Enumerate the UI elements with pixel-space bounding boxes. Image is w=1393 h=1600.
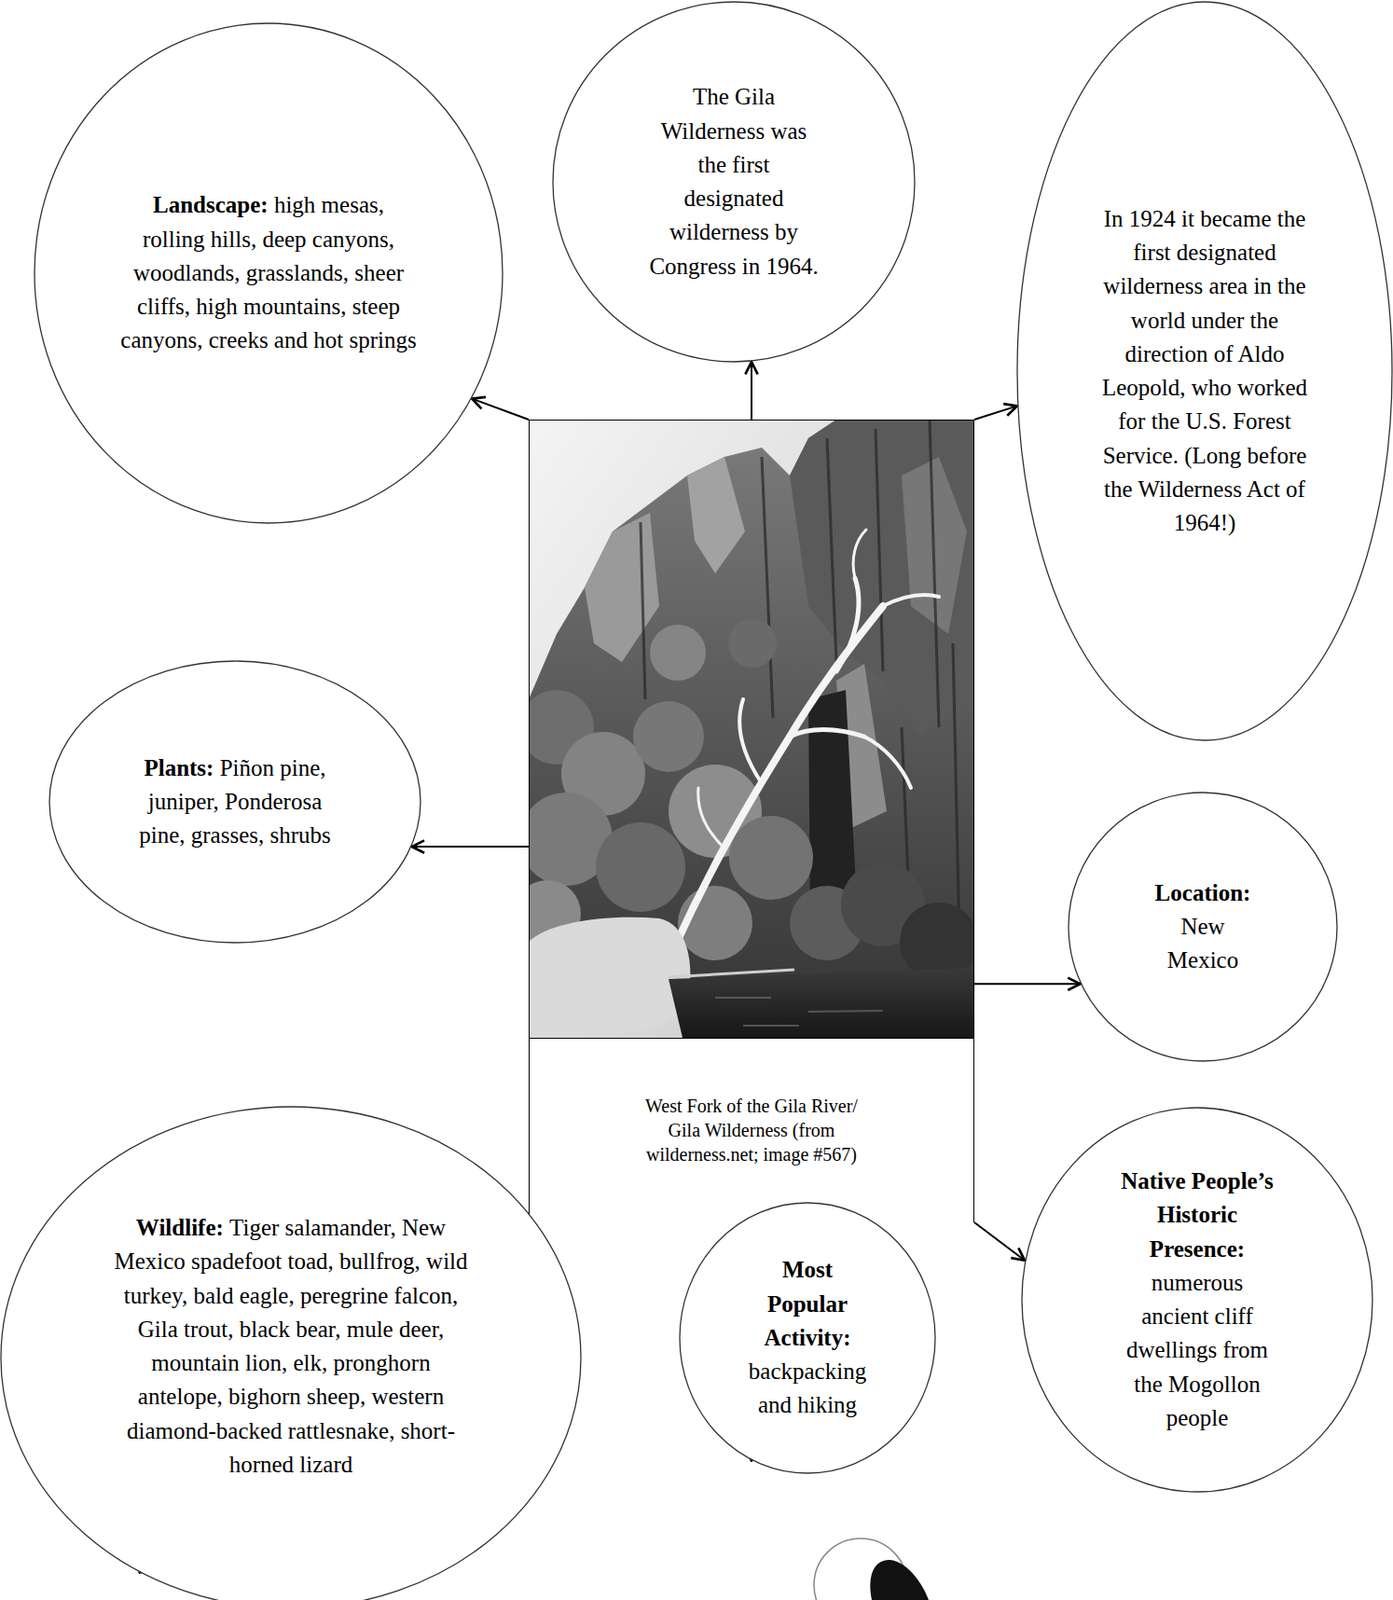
rock-columns (640, 419, 960, 942)
ellipse-shape (1017, 1, 1393, 741)
topic-ellipse: Plants:Piñon pine, juniper, Ponderosa pi… (48, 660, 422, 944)
ellipse-shape (679, 1202, 936, 1474)
topic-ellipse: Location:New Mexico (1067, 791, 1338, 1062)
photo-frame: West Fork of the Gila River/ Gila Wilder… (528, 419, 975, 1223)
text-block: Landscape:high mesas, rolling hills, dee… (119, 188, 418, 358)
ellipse-outline (1016, 0, 1393, 742)
ornament-mark (869, 1559, 929, 1600)
topic-heading: Landscape: (152, 192, 269, 218)
ellipse-shape (552, 1, 915, 362)
topic-ellipse: Most Popular Activity:backpacking and hi… (678, 1201, 937, 1475)
canyon-photo (528, 419, 975, 1038)
topic-text: The Gila Wilderness was the first design… (648, 80, 821, 284)
topic-heading: Native People’s Historic Presence: (1116, 1164, 1280, 1267)
cliff-mass (528, 419, 975, 980)
topic-ellipse: Landscape:high mesas, rolling hills, dee… (33, 22, 504, 525)
ellipse-outline (1020, 1106, 1374, 1493)
topic-text: In 1924 it became the first designated w… (1100, 202, 1311, 541)
caption-band: West Fork of the Gila River/ Gila Wilder… (529, 1037, 974, 1223)
topic-heading: Location: (1149, 876, 1257, 911)
connector-arrow (974, 405, 1018, 420)
text-block: Native People’s Historic Presence:numero… (1116, 1164, 1280, 1435)
water-reflection (715, 997, 883, 1026)
connector-arrow (471, 399, 529, 420)
water (668, 967, 975, 1038)
topic-heading: Wildlife: (136, 1214, 224, 1241)
connector-arrow (412, 845, 529, 848)
ellipse-shape (1068, 792, 1338, 1062)
text-block: West Fork of the Gila River/ Gila Wilder… (634, 1093, 869, 1167)
connector-arrow (974, 982, 1081, 985)
boulder (528, 917, 690, 1038)
text-block: Wildlife:Tiger salamander, New Mexico sp… (107, 1211, 476, 1482)
topic-heading: Plants: (143, 755, 214, 781)
topic-text: West Fork of the Gila River/ Gila Wilder… (634, 1093, 869, 1167)
topic-ellipse: Native People’s Historic Presence:numero… (1020, 1106, 1374, 1493)
text-block: Most Popular Activity:backpacking and hi… (742, 1253, 873, 1422)
cliff-face (584, 512, 660, 663)
text-block: Location:New Mexico (1149, 876, 1257, 979)
text-block: In 1924 it became the first designated w… (1100, 202, 1311, 541)
ellipse-shape (0, 1106, 581, 1600)
topic-text: Tiger salamander, New Mexico spadefoot t… (113, 1214, 468, 1477)
cliff-face (687, 456, 745, 574)
sycamore-tree (668, 529, 939, 961)
topic-ellipse: The Gila Wilderness was the first design… (551, 0, 916, 363)
connector-arrow (974, 1222, 1025, 1261)
topic-ellipse: In 1924 it became the first designated w… (1016, 0, 1393, 742)
text-block: Plants:Piñon pine, juniper, Ponderosa pi… (130, 751, 341, 854)
connector-arrow (750, 361, 753, 420)
ellipse-shape (1021, 1107, 1373, 1492)
topic-ellipse: Wildlife:Tiger salamander, New Mexico sp… (0, 1105, 582, 1600)
ellipse-shape (49, 661, 421, 943)
fallen-log (668, 969, 795, 978)
ellipse-outline (551, 0, 916, 363)
ellipse-shape (34, 23, 503, 524)
topic-heading: Most Popular Activity: (742, 1253, 873, 1355)
topic-text: New Mexico (1149, 910, 1257, 979)
topic-text: numerous ancient cliff dwellings from th… (1116, 1266, 1280, 1435)
topic-text: backpacking and hiking (742, 1354, 873, 1423)
text-block: The Gila Wilderness was the first design… (648, 80, 821, 284)
